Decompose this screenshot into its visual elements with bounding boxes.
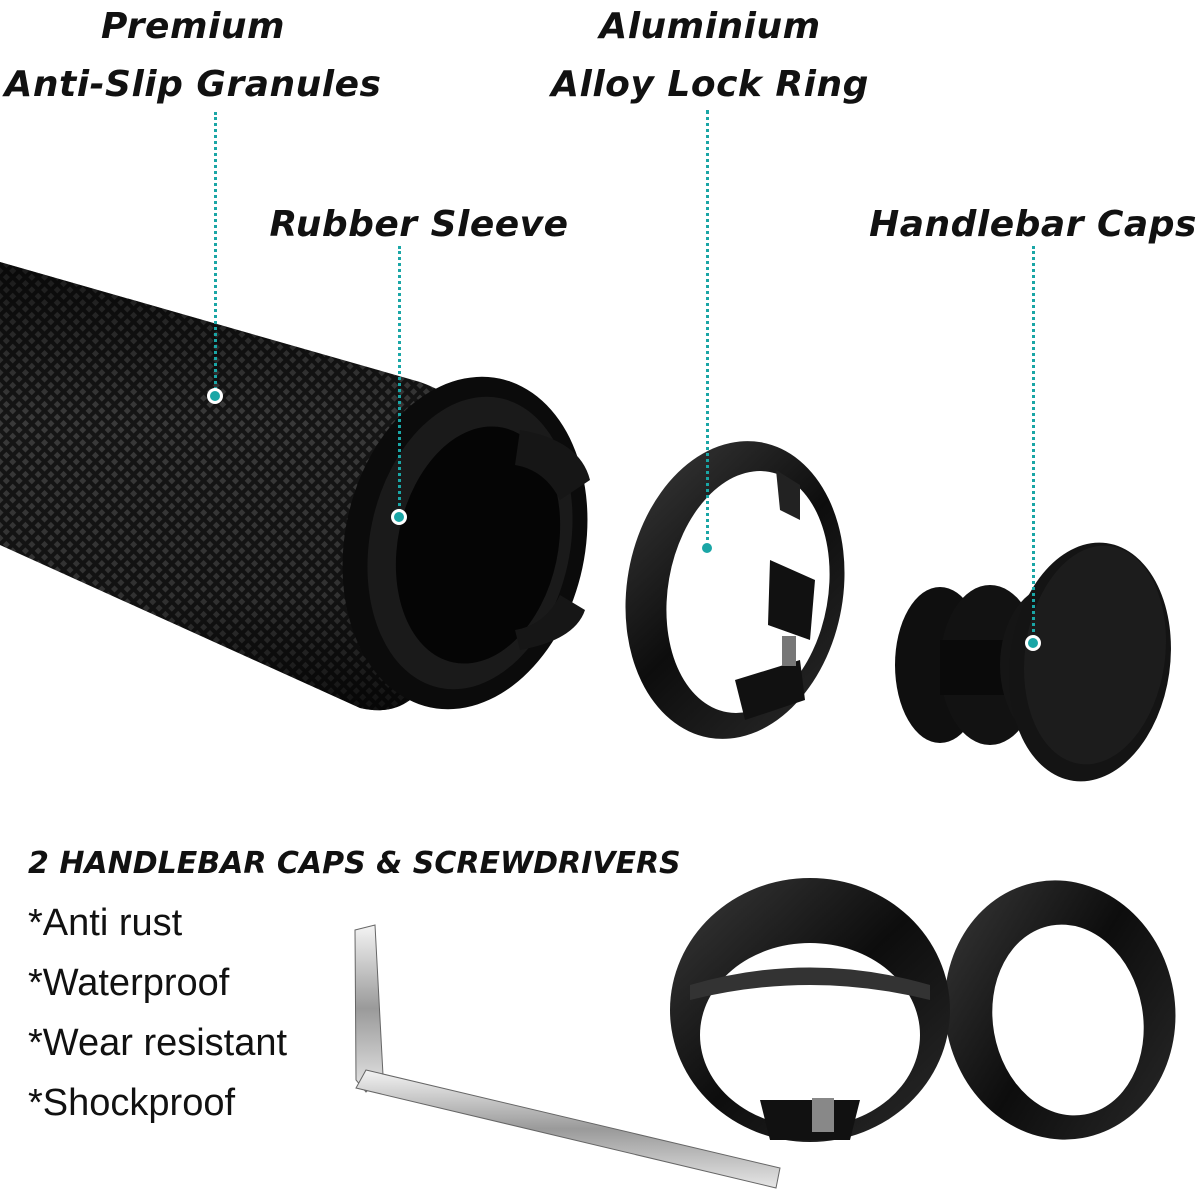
callout-line-caps	[1032, 246, 1035, 644]
label-rubber-sleeve: Rubber Sleeve	[269, 204, 569, 245]
callout-line-sleeve	[398, 246, 401, 518]
callout-dot-granules	[207, 388, 223, 404]
feature-shockproof: *Shockproof	[28, 1082, 236, 1124]
grip-body	[0, 262, 590, 711]
label-premium: Premium	[101, 6, 285, 47]
callout-line-granules	[214, 112, 217, 396]
label-handlebar-caps: Handlebar Caps	[869, 204, 1197, 245]
label-anti-slip-granules: Anti-Slip Granules	[4, 64, 382, 105]
callout-dot-lock-ring	[699, 540, 715, 556]
feature-wear-resistant: *Wear resistant	[28, 1022, 288, 1064]
callout-dot-sleeve	[391, 509, 407, 525]
lock-rings-pair	[670, 878, 1176, 1142]
lock-ring-main	[625, 441, 845, 739]
feature-waterproof: *Waterproof	[28, 962, 230, 1004]
hex-key	[354, 924, 781, 1189]
label-aluminium: Aluminium	[599, 6, 821, 47]
handlebar-cap	[895, 542, 1171, 782]
callout-dot-caps	[1025, 635, 1041, 651]
features-title: 2 HANDLEBAR CAPS & SCREWDRIVERS	[28, 846, 681, 881]
feature-anti-rust: *Anti rust	[28, 902, 183, 944]
callout-line-lock-ring	[706, 110, 709, 548]
label-alloy-lock-ring: Alloy Lock Ring	[551, 64, 869, 105]
